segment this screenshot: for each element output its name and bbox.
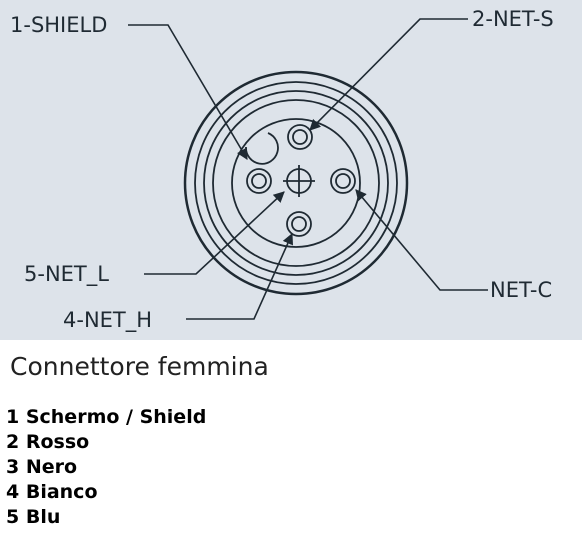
connector-pins <box>246 124 356 237</box>
connector-outer-ring <box>183 70 409 296</box>
wire-item-1: 1 Schermo / Shield <box>6 406 207 428</box>
leader-line-net-l <box>144 191 285 275</box>
label-net-c: NET-C <box>490 278 552 302</box>
connector-diagram: 1-SHIELD 2-NET-S NET-C 5-NET_L 4-NET_H <box>10 7 554 333</box>
leader-line-net-s <box>309 18 468 131</box>
connector-body <box>183 70 409 296</box>
connector-inner-face <box>231 118 361 248</box>
wire-item-3: 3 Nero <box>6 456 78 478</box>
pin-3 <box>330 168 356 194</box>
connector-ring-3 <box>203 90 389 276</box>
label-2-net-s: 2-NET-S <box>472 7 554 31</box>
label-5-net-l: 5-NET_L <box>24 262 109 287</box>
pin-1 <box>246 168 272 194</box>
leader-lines <box>128 18 488 320</box>
pin-4 <box>286 211 312 237</box>
wire-item-4: 4 Bianco <box>6 481 98 503</box>
pin-2 <box>287 124 313 150</box>
wire-color-list: 1 Schermo / Shield 2 Rosso 3 Nero 4 Bian… <box>6 405 206 530</box>
connector-ring-2 <box>194 81 398 285</box>
leader-line-net-c <box>355 189 488 291</box>
label-1-shield: 1-SHIELD <box>10 13 107 37</box>
connector-ring-4 <box>212 99 380 267</box>
connector-diagram-panel: 1-SHIELD 2-NET-S NET-C 5-NET_L 4-NET_H <box>0 0 582 340</box>
connector-caption: Connettore femmina <box>10 352 269 381</box>
connector-key-notch <box>245 132 279 165</box>
pin-5-center <box>283 165 315 197</box>
leader-line-shield <box>128 24 248 160</box>
wire-item-5: 5 Blu <box>6 506 61 528</box>
label-4-net-h: 4-NET_H <box>63 308 152 333</box>
wire-item-2: 2 Rosso <box>6 431 90 453</box>
leader-line-net-h <box>186 232 293 320</box>
